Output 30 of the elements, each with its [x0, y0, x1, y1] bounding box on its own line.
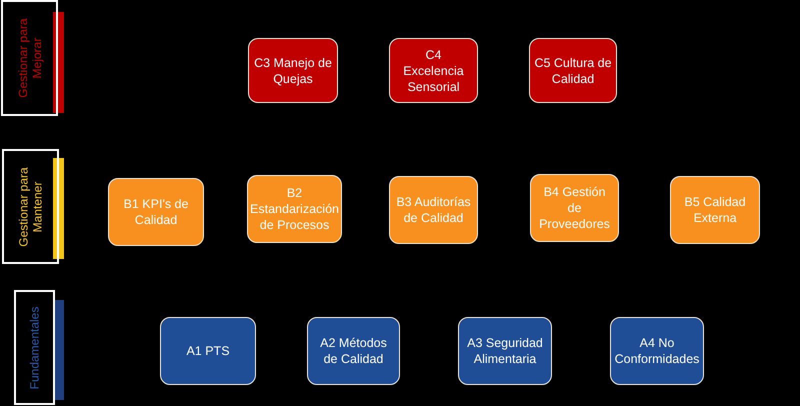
process-box — [108, 178, 204, 246]
process-box — [160, 317, 256, 385]
process-box — [248, 38, 338, 103]
box-label: C5 Cultura de Calidad — [534, 54, 612, 86]
level-label-box — [14, 290, 55, 405]
level-label-box — [2, 149, 59, 264]
box-label: B5 Calidad Externa — [683, 194, 747, 226]
process-box — [458, 317, 552, 385]
box-label: B4 Gestión de Proveedores — [538, 184, 611, 232]
process-box — [610, 317, 704, 385]
process-box — [389, 176, 478, 244]
box-label: B2 Estandarización de Procesos — [250, 185, 339, 233]
process-box — [307, 317, 400, 385]
process-box — [247, 175, 342, 243]
level-label: Fundamentales — [28, 305, 42, 391]
level-label: Gestionar para Mejorar — [16, 17, 44, 100]
box-label: A2 Métodos de Calidad — [319, 335, 388, 367]
process-box — [389, 38, 478, 103]
box-label: A3 Seguridad Alimentaria — [466, 335, 544, 367]
box-label: C3 Manejo de Quejas — [253, 54, 333, 86]
process-box — [529, 38, 617, 103]
process-box — [670, 176, 760, 244]
level-label-box — [1, 0, 58, 116]
box-label: B3 Auditorías de Calidad — [395, 194, 472, 226]
box-label: A4 No Conformidades — [614, 335, 700, 367]
box-label: A1 PTS — [186, 343, 230, 359]
box-label: B1 KPI's de Calidad — [122, 196, 190, 228]
level-label: Gestionar para Mantener — [16, 166, 44, 248]
process-box — [530, 174, 619, 242]
box-label: C4 Excelencia Sensorial — [402, 46, 465, 94]
